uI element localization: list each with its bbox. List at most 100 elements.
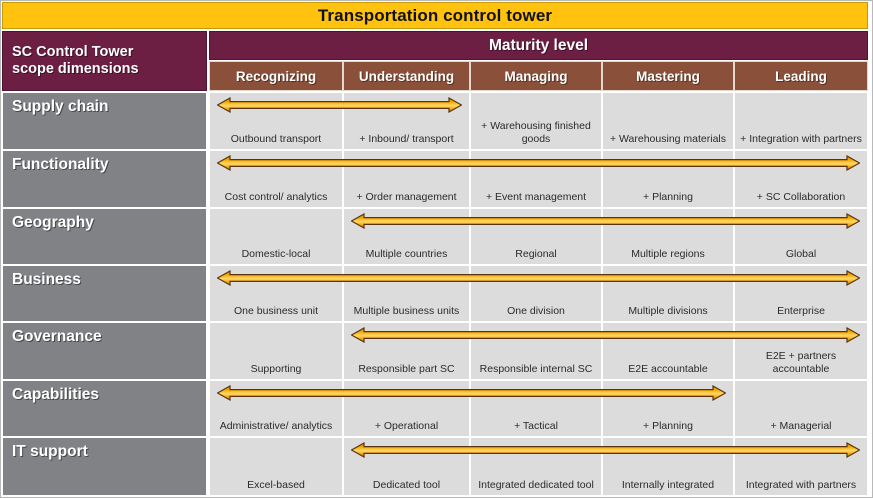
matrix-cell-text: Responsible part SC (358, 362, 455, 375)
dimension-label-text: Capabilities (12, 386, 99, 403)
matrix-cell-text: + Warehousing materials (609, 132, 727, 145)
dimension-label-text: Geography (12, 214, 94, 231)
matrix-cell-text: + Planning (643, 190, 693, 203)
maturity-level-header-1: Recognizing (209, 61, 343, 91)
matrix-cell: Excel-based (209, 437, 343, 496)
maturity-level-label: Mastering (636, 68, 700, 84)
matrix-cell-text: + Planning (643, 419, 693, 432)
matrix-cell-text: Administrative/ analytics (219, 419, 333, 432)
matrix-cell: Multiple regions (602, 208, 734, 265)
matrix-cell-text: E2E accountable (628, 362, 708, 375)
maturity-level-label: Understanding (358, 68, 455, 84)
dimension-label-text: Supply chain (12, 98, 109, 115)
matrix-cell: Multiple divisions (602, 265, 734, 322)
matrix-cell-text: Integrated dedicated tool (478, 478, 594, 491)
matrix-cell: + Order management (343, 150, 470, 208)
matrix-cell: Dedicated tool (343, 437, 470, 496)
matrix-cell: E2E accountable (602, 322, 734, 380)
matrix-cell-text: + Inbound/ transport (359, 132, 454, 145)
dimension-label-4: Business (2, 265, 207, 322)
matrix-cell: + Planning (602, 150, 734, 208)
matrix-cell-text: + Order management (356, 190, 457, 203)
maturity-level-header: Maturity level (209, 31, 868, 60)
dimension-label-text: Functionality (12, 156, 109, 173)
matrix-cell: Multiple business units (343, 265, 470, 322)
matrix-cell-text: E2E + partners accountable (765, 350, 837, 375)
dimension-label-6: Capabilities (2, 380, 207, 437)
maturity-level-header-4: Mastering (602, 61, 734, 91)
matrix-cell-text: + Tactical (514, 419, 558, 432)
matrix-cell-text: Outbound transport (230, 132, 322, 145)
matrix-cell: E2E + partners accountable (734, 322, 868, 380)
matrix-cell: + Inbound/ transport (343, 92, 470, 150)
matrix-cell-text: + Managerial (770, 419, 832, 432)
maturity-level-header-3: Managing (470, 61, 602, 91)
matrix-cell: Responsible internal SC (470, 322, 602, 380)
maturity-level-header-2: Understanding (343, 61, 470, 91)
dimension-label-3: Geography (2, 208, 207, 265)
figure-title: Transportation control tower (317, 6, 553, 25)
matrix-cell-text: + Warehousing finished goods (481, 120, 591, 145)
matrix-cell-text: Supporting (250, 362, 302, 375)
dimension-label-text: Governance (12, 328, 102, 345)
matrix-cell: + Managerial (734, 380, 868, 437)
dimension-label-7: IT support (2, 437, 207, 496)
matrix-cell: Global (734, 208, 868, 265)
matrix-cell-text: One division (507, 304, 565, 317)
maturity-level-header-label: Maturity level (488, 36, 589, 54)
matrix-cell: + Warehousing materials (602, 92, 734, 150)
matrix-cell-text: Integrated with partners (745, 478, 857, 491)
matrix-cell: Multiple countries (343, 208, 470, 265)
matrix-cell-text: Excel-based (247, 478, 305, 491)
matrix-cell-text: + SC Collaboration (756, 190, 846, 203)
matrix-cell-text: Regional (515, 247, 557, 260)
matrix-cell-text: Multiple divisions (628, 304, 708, 317)
matrix-cell: Integrated with partners (734, 437, 868, 496)
dimension-label-text: Business (12, 271, 81, 288)
matrix-cell: Integrated dedicated tool (470, 437, 602, 496)
matrix-cell-text: + Operational (374, 419, 439, 432)
matrix-cell: Outbound transport (209, 92, 343, 150)
matrix-cell-text: Multiple business units (353, 304, 460, 317)
matrix-cell: + Planning (602, 380, 734, 437)
matrix-cell-text: Cost control/ analytics (224, 190, 328, 203)
matrix-cell: Domestic-local (209, 208, 343, 265)
maturity-level-label: Recognizing (235, 68, 317, 84)
matrix-cell-text: Multiple regions (631, 247, 705, 260)
dimension-label-5: Governance (2, 322, 207, 380)
matrix-cell: Supporting (209, 322, 343, 380)
matrix-cell: Administrative/ analytics (209, 380, 343, 437)
maturity-level-label: Leading (775, 68, 827, 84)
matrix-cell: Enterprise (734, 265, 868, 322)
dimension-label-2: Functionality (2, 150, 207, 208)
maturity-level-header-5: Leading (734, 61, 868, 91)
matrix-cell: + Event management (470, 150, 602, 208)
matrix-cell: Regional (470, 208, 602, 265)
matrix-cell-text: + Event management (485, 190, 587, 203)
matrix-cell: + SC Collaboration (734, 150, 868, 208)
scope-dimensions-header-line2: scope dimensions (12, 61, 139, 77)
matrix-cell: + Operational (343, 380, 470, 437)
scope-dimensions-header: SC Control Tower scope dimensions (2, 31, 207, 91)
matrix-cell-text: Internally integrated (621, 478, 715, 491)
matrix-cell: + Warehousing finished goods (470, 92, 602, 150)
matrix-cell: Internally integrated (602, 437, 734, 496)
matrix-cell-text: + Integration with partners (740, 132, 862, 145)
matrix-cell-text: Global (785, 247, 817, 260)
matrix-cell: One division (470, 265, 602, 322)
matrix-cell-text: Enterprise (777, 304, 825, 317)
maturity-level-label: Managing (504, 68, 568, 84)
matrix-cell-text: Domestic-local (241, 247, 311, 260)
matrix-cell-text: One business unit (233, 304, 319, 317)
figure-title-bar: Transportation control tower (2, 2, 868, 29)
matrix-cell: One business unit (209, 265, 343, 322)
matrix-cell: + Integration with partners (734, 92, 868, 150)
matrix-cell-text: Responsible internal SC (479, 362, 593, 375)
matrix-cell: Cost control/ analytics (209, 150, 343, 208)
matrix-cell: Responsible part SC (343, 322, 470, 380)
matrix-cell-text: Dedicated tool (372, 478, 441, 491)
matrix-cell: + Tactical (470, 380, 602, 437)
dimension-label-1: Supply chain (2, 92, 207, 150)
matrix-cell-text: Multiple countries (365, 247, 448, 260)
